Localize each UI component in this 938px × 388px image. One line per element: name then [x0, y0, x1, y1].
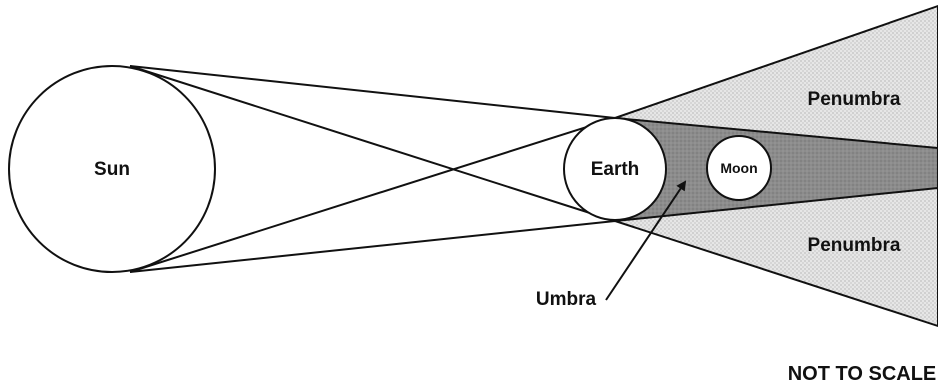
outer-tangent-bottom — [129, 220, 616, 273]
earth-label: Earth — [591, 159, 640, 180]
inner-tangent-top-to-bottom — [129, 65, 616, 222]
moon-circle — [706, 135, 772, 201]
outer-tangent-top — [129, 65, 616, 119]
not-to-scale-note: NOT TO SCALE — [788, 363, 937, 385]
penumbra-label-top: Penumbra — [808, 89, 901, 110]
inner-tangent-bottom-to-top — [129, 117, 616, 273]
umbra-label: Umbra — [536, 289, 597, 310]
earth-circle — [563, 117, 667, 221]
penumbra-label-bottom: Penumbra — [808, 235, 901, 256]
umbra-pointer-arrow — [605, 180, 687, 301]
sun-circle — [8, 65, 216, 273]
moon-label: Moon — [720, 160, 757, 176]
sun-label: Sun — [94, 159, 130, 180]
